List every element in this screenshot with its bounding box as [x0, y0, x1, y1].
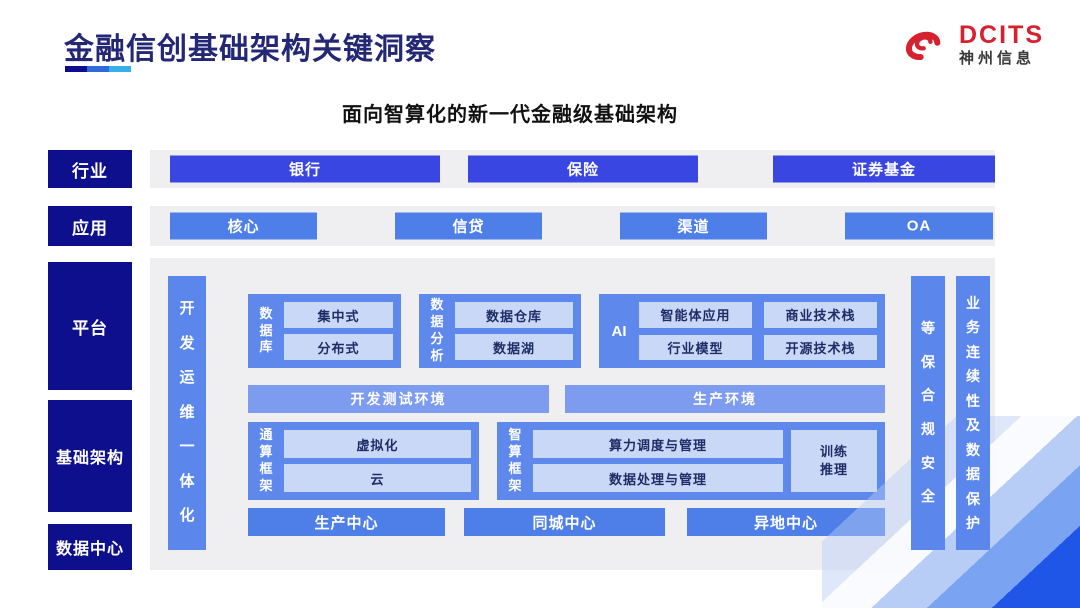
business-continuity-label: 业务连续性及数据保护 — [965, 294, 980, 532]
production-environment-bar: 生产环境 — [565, 385, 885, 413]
pill-data-warehouse: 数据仓库 — [455, 302, 573, 328]
pill-agent-apps: 智能体应用 — [639, 302, 752, 328]
architecture-panel: 开发运维一体化 数据库 集中式 分布式 数据分析 数据仓库 数据湖 AI — [150, 258, 995, 570]
underline-segment-light — [109, 66, 131, 72]
pill-virtualization: 虚拟化 — [284, 430, 471, 458]
dev-test-environment-bar: 开发测试环境 — [248, 385, 549, 413]
pill-compute-scheduling: 算力调度与管理 — [533, 430, 783, 458]
logo-brand-text: DCITS — [959, 20, 1044, 49]
pill-industry-models: 行业模型 — [639, 334, 752, 360]
ai-section-label: AI — [611, 322, 627, 340]
chip-core: 核心 — [170, 212, 317, 240]
underline-segment-dark — [65, 66, 87, 72]
chip-bank: 银行 — [170, 155, 440, 183]
chip-securities-funds: 证券基金 — [773, 155, 995, 183]
pill-data-lake: 数据湖 — [455, 334, 573, 360]
page-title: 金融信创基础架构关键洞察 — [64, 33, 436, 66]
devops-bar-label: 开发运维一体化 — [179, 300, 195, 525]
data-analytics-section-label: 数据分析 — [430, 297, 444, 363]
pill-training-inference: 训练 推理 — [791, 430, 877, 492]
pill-centralized: 集中式 — [284, 302, 393, 328]
devops-vertical-bar: 开发运维一体化 — [168, 276, 206, 550]
title-underline — [65, 66, 131, 72]
data-analytics-section: 数据分析 数据仓库 数据湖 — [419, 294, 581, 368]
general-compute-section-label: 通算框架 — [259, 427, 273, 493]
pill-open-source-stack: 开源技术栈 — [764, 334, 877, 360]
general-compute-section: 通算框架 虚拟化 云 — [248, 422, 479, 500]
intelligent-compute-section: 智算框架 算力调度与管理 数据处理与管理 训练 推理 — [497, 422, 885, 500]
remote-center-bar: 异地中心 — [687, 508, 885, 536]
layer-label-infrastructure: 基础架构 — [48, 400, 132, 512]
diagram-subtitle: 面向智算化的新一代金融级基础架构 — [342, 104, 678, 126]
production-center-bar: 生产中心 — [248, 508, 445, 536]
pill-commercial-stack: 商业技术栈 — [764, 302, 877, 328]
logo-company-text: 神州信息 — [959, 50, 1036, 67]
pill-data-processing: 数据处理与管理 — [533, 464, 783, 492]
application-row: 核心 信贷 渠道 OA — [150, 206, 995, 246]
chip-channel: 渠道 — [620, 212, 767, 240]
same-city-center-bar: 同城中心 — [464, 508, 665, 536]
intelligent-compute-section-label: 智算框架 — [508, 427, 522, 493]
layer-label-application: 应用 — [48, 206, 132, 246]
business-continuity-bar: 业务连续性及数据保护 — [956, 276, 990, 550]
chip-oa: OA — [845, 212, 993, 240]
database-section: 数据库 集中式 分布式 — [248, 294, 401, 368]
security-compliance-label: 等保合规安全 — [920, 320, 935, 505]
pill-distributed: 分布式 — [284, 334, 393, 360]
security-compliance-bar: 等保合规安全 — [911, 276, 945, 550]
database-section-label: 数据库 — [259, 305, 273, 355]
pill-cloud: 云 — [284, 464, 471, 492]
chip-credit: 信贷 — [395, 212, 542, 240]
dcits-swirl-icon — [895, 16, 951, 73]
ai-section: AI 智能体应用 商业技术栈 行业模型 开源技术栈 — [599, 294, 885, 368]
dcits-logo: DCITS 神州信息 — [895, 16, 1044, 73]
chip-insurance: 保险 — [468, 155, 698, 183]
layer-label-industry: 行业 — [48, 150, 132, 188]
underline-segment-mid — [87, 66, 109, 72]
layer-label-platform: 平台 — [48, 262, 132, 390]
industry-row: 银行 保险 证券基金 — [150, 150, 995, 188]
layer-label-datacenter: 数据中心 — [48, 524, 132, 570]
